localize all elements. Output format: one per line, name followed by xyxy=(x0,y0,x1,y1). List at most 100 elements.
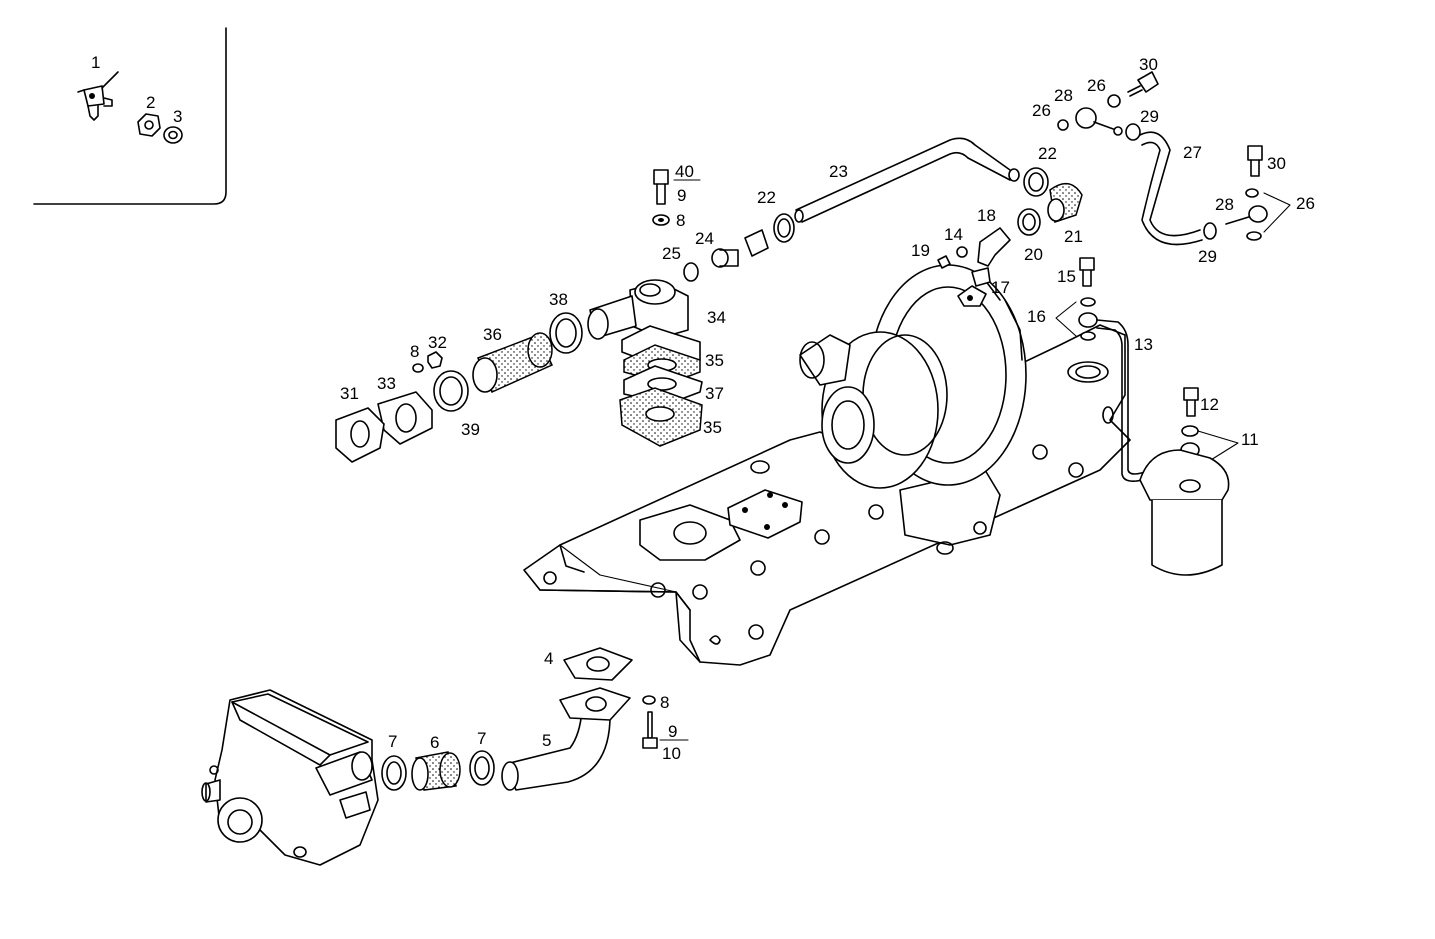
part-39-clamp xyxy=(433,370,469,412)
callout-label: 22 xyxy=(1038,144,1057,163)
callout-label: 8 xyxy=(676,211,685,230)
part-18-elbow-fitting xyxy=(977,227,1011,267)
callout-label: 25 xyxy=(662,244,681,263)
part-4-gasket xyxy=(563,647,633,681)
part-33-flange xyxy=(377,391,433,445)
part-26-washer-left xyxy=(1057,119,1069,131)
callout-label: 15 xyxy=(1057,267,1076,286)
callout-label: 17 xyxy=(991,278,1010,297)
inset-box xyxy=(33,27,227,205)
callout-label: 8 xyxy=(410,342,419,361)
part-35-gasket-lower xyxy=(619,387,703,447)
part-28-banjo-top xyxy=(1075,107,1123,136)
part-6-hose xyxy=(411,751,461,791)
callout-label: 26 xyxy=(1032,101,1051,120)
callout-label: 21 xyxy=(1064,227,1083,246)
callout-label: 3 xyxy=(173,107,182,126)
callout-label: 29 xyxy=(1140,107,1159,126)
part-3-washer xyxy=(163,126,183,144)
callout-label: 22 xyxy=(757,188,776,207)
callout-label: 7 xyxy=(477,729,486,748)
part-26-washer-top xyxy=(1107,94,1121,108)
callout-label: 35 xyxy=(703,418,722,437)
callout-label: 31 xyxy=(340,384,359,403)
callout-label: 27 xyxy=(1183,143,1202,162)
callout-label: 38 xyxy=(549,290,568,309)
callout-label: 36 xyxy=(483,325,502,344)
part-31-gasket xyxy=(335,407,385,463)
part-12-bolt xyxy=(1183,387,1199,417)
part-36-hose xyxy=(472,332,554,394)
callout-label: 8 xyxy=(660,693,669,712)
part-29-washer-top xyxy=(1125,123,1141,141)
part-8-washer-bottom xyxy=(642,695,656,705)
callout-label: 19 xyxy=(911,241,930,260)
part-8-washer-left xyxy=(412,363,424,373)
part-40-bolt xyxy=(653,169,669,205)
callout-label: 26 xyxy=(1087,76,1106,95)
callout-label: 9 xyxy=(677,186,686,205)
part-1-drain-cock xyxy=(77,71,119,121)
oil-filter xyxy=(1139,449,1230,576)
part-5-pipe xyxy=(501,687,631,791)
part-25-washer xyxy=(683,262,699,282)
part-22-clamp xyxy=(773,213,795,243)
part-17-banjo xyxy=(957,267,991,307)
part-8-washer-top xyxy=(652,214,670,226)
part-21-elbow xyxy=(1047,182,1083,223)
part-2-nut xyxy=(137,113,161,137)
part-9-bolt-bottom xyxy=(642,711,658,749)
callout-label: 7 xyxy=(388,732,397,751)
cylinder-head-block xyxy=(523,324,1131,666)
part-7-clamp-left xyxy=(381,755,407,791)
part-38-clamp xyxy=(549,312,583,354)
callout-labels: 1 2 3 4 5 6 7 7 8 8 8 9 9 10 11 12 13 14… xyxy=(91,53,1315,763)
part-20-clamp xyxy=(1017,208,1041,236)
part-24-union xyxy=(711,229,769,268)
callout-label: 32 xyxy=(428,333,447,352)
callout-label: 29 xyxy=(1198,247,1217,266)
callout-label: 1 xyxy=(91,53,100,72)
callout-label: 28 xyxy=(1054,86,1073,105)
callout-label: 35 xyxy=(705,351,724,370)
part-30-bolt-top xyxy=(1127,71,1159,97)
callout-label: 18 xyxy=(977,206,996,225)
callout-label: 40 xyxy=(675,162,694,181)
part-22-clamp-right xyxy=(1023,167,1049,197)
part-19-plug xyxy=(937,255,951,269)
callout-label: 16 xyxy=(1027,307,1046,326)
callout-label: 30 xyxy=(1267,154,1286,173)
callout-label: 14 xyxy=(944,225,963,244)
part-16-banjo xyxy=(1078,297,1098,341)
callout-label: 20 xyxy=(1024,245,1043,264)
callout-label: 30 xyxy=(1139,55,1158,74)
callout-label: 13 xyxy=(1134,335,1153,354)
part-15-bolt xyxy=(1079,257,1095,287)
callout-label: 4 xyxy=(544,649,553,668)
part-7-clamp-right xyxy=(469,750,495,786)
part-28-banjo-right xyxy=(1225,188,1268,241)
callout-label: 37 xyxy=(705,384,724,403)
callout-label: 2 xyxy=(146,93,155,112)
callout-label: 10 xyxy=(662,744,681,763)
leader-26-right xyxy=(1263,192,1291,233)
callout-label: 6 xyxy=(430,733,439,752)
part-14-washer xyxy=(956,246,968,258)
water-pump xyxy=(201,689,379,866)
part-23-pipe xyxy=(794,137,1020,223)
callout-label: 33 xyxy=(377,374,396,393)
callout-label: 9 xyxy=(668,722,677,741)
leader-16 xyxy=(1055,301,1077,337)
callout-label: 28 xyxy=(1215,195,1234,214)
callout-label: 26 xyxy=(1296,194,1315,213)
part-29-washer-right xyxy=(1203,222,1217,240)
callout-label: 5 xyxy=(542,731,551,750)
callout-label: 24 xyxy=(695,229,714,248)
part-27-hose xyxy=(1139,131,1203,246)
part-32-nut xyxy=(427,351,443,369)
callout-label: 11 xyxy=(1241,430,1259,449)
part-30-bolt-right xyxy=(1247,145,1263,177)
callout-label: 12 xyxy=(1200,395,1219,414)
callout-label: 39 xyxy=(461,420,480,439)
